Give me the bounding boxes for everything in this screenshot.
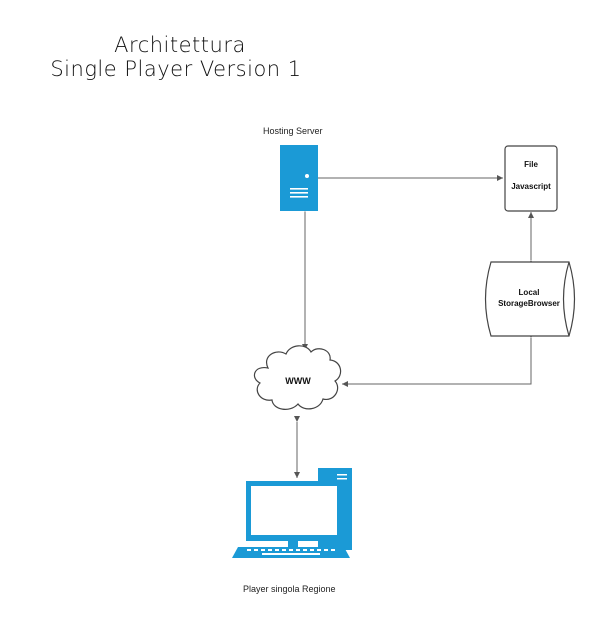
desktop-computer-icon [232, 468, 352, 558]
storage-www-connector [342, 332, 534, 387]
file-javascript-box [504, 145, 558, 212]
www-cloud-icon [253, 345, 342, 410]
player-label: Player singola Regione [243, 584, 336, 594]
local-label: Local [518, 288, 540, 297]
file-label: File [524, 160, 538, 169]
diagram-title-line2: Single Player Version 1 [50, 57, 302, 81]
javascript-label: Javascript [511, 182, 551, 191]
hosting-server-label: Hosting Server [263, 126, 323, 136]
local-storage-cylinder [484, 261, 576, 337]
server-icon [280, 145, 318, 211]
www-label: WWW [285, 376, 311, 386]
diagram-title-line1: Architettura [114, 33, 246, 57]
storagebrowser-label: StorageBrowser [498, 299, 560, 308]
